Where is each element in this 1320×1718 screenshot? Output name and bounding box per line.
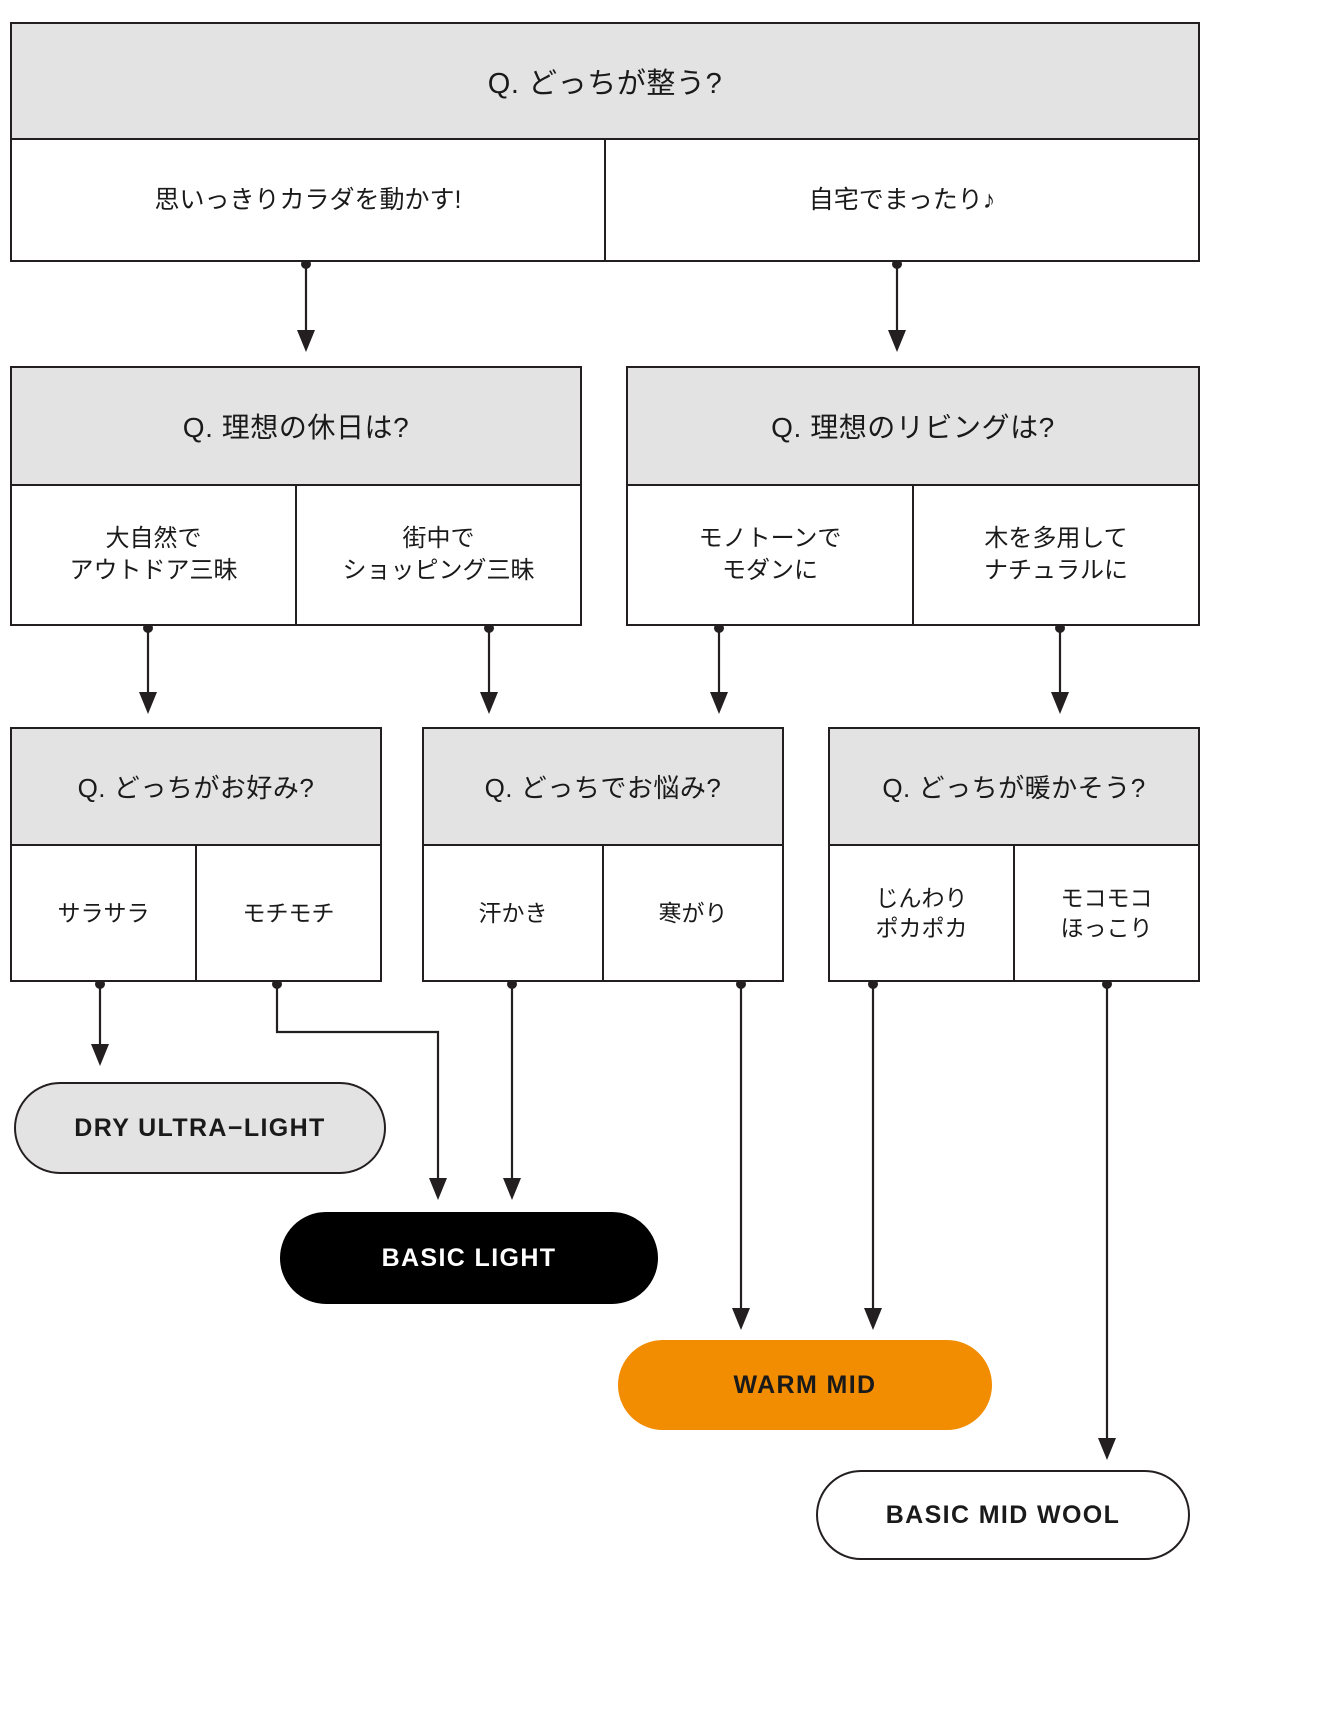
question-box-holiday: Q. 理想の休日は? 大自然で アウトドア三昧 街中で ショッピング三昧 xyxy=(10,366,582,626)
option-living-monotone[interactable]: モノトーンで モダンに xyxy=(698,525,842,584)
option-root-relax[interactable]: 自宅でまったり♪ xyxy=(604,140,1198,260)
question-box-worry: Q. どっちでお悩み? 汗かき 寒がり xyxy=(422,727,784,982)
option-worry-chilly[interactable]: 寒がり xyxy=(602,846,782,980)
edge-holiday-left xyxy=(139,623,157,714)
edge-warm-right-to-basicmidwool xyxy=(1098,979,1116,1460)
result-warm-mid[interactable]: WARM MID xyxy=(618,1340,992,1430)
option-root-active[interactable]: 思いっきりカラダを動かす! xyxy=(154,185,462,214)
question-title-warm: Q. どっちが暖かそう? xyxy=(830,729,1198,846)
option-feel-stretchy[interactable]: モチモチ xyxy=(195,846,380,980)
result-basic-light[interactable]: BASIC LIGHT xyxy=(280,1212,658,1304)
question-title-feel: Q. どっちがお好み? xyxy=(12,729,380,846)
edge-root-right xyxy=(888,259,906,352)
option-row-root: 思いっきりカラダを動かす! 自宅でまったり♪ xyxy=(12,140,1198,260)
option-row-worry: 汗かき 寒がり xyxy=(424,846,782,980)
option-living-natural[interactable]: 木を多用して ナチュラルに xyxy=(912,486,1198,624)
option-worry-sweaty[interactable]: 汗かき xyxy=(478,899,548,926)
edge-holiday-right xyxy=(480,623,498,714)
question-box-root: Q. どっちが整う? 思いっきりカラダを動かす! 自宅でまったり♪ xyxy=(10,22,1200,262)
question-box-warm: Q. どっちが暖かそう? じんわり ポカポカ モコモコ ほっこり xyxy=(828,727,1200,982)
question-title-root: Q. どっちが整う? xyxy=(12,24,1198,140)
option-row-living: モノトーンで モダンに 木を多用して ナチュラルに xyxy=(628,486,1198,624)
edge-feel-left-to-dry xyxy=(91,979,109,1066)
edge-living-left xyxy=(710,623,728,714)
edge-warm-left-to-warmmid xyxy=(864,979,882,1330)
edge-living-right xyxy=(1051,623,1069,714)
option-row-holiday: 大自然で アウトドア三昧 街中で ショッピング三昧 xyxy=(12,486,580,624)
question-box-feel: Q. どっちがお好み? サラサラ モチモチ xyxy=(10,727,382,982)
edge-worry-right-to-warmmid xyxy=(732,979,750,1330)
option-holiday-outdoor[interactable]: 大自然で アウトドア三昧 xyxy=(69,525,238,584)
question-title-worry: Q. どっちでお悩み? xyxy=(424,729,782,846)
option-feel-dry[interactable]: サラサラ xyxy=(57,899,150,926)
edge-root-left xyxy=(297,259,315,352)
option-holiday-shopping[interactable]: 街中で ショッピング三昧 xyxy=(295,486,580,624)
question-box-living: Q. 理想のリビングは? モノトーンで モダンに 木を多用して ナチュラルに xyxy=(626,366,1200,626)
option-warm-gentle[interactable]: じんわり ポカポカ xyxy=(875,884,968,941)
edge-worry-left-to-basiclight xyxy=(503,979,521,1200)
question-title-living: Q. 理想のリビングは? xyxy=(628,368,1198,486)
option-warm-fluffy[interactable]: モコモコ ほっこり xyxy=(1013,846,1198,980)
option-row-feel: サラサラ モチモチ xyxy=(12,846,380,980)
question-title-holiday: Q. 理想の休日は? xyxy=(12,368,580,486)
result-dry-ultra-light[interactable]: DRY ULTRA−LIGHT xyxy=(14,1082,386,1174)
option-row-warm: じんわり ポカポカ モコモコ ほっこり xyxy=(830,846,1198,980)
result-basic-mid-wool[interactable]: BASIC MID WOOL xyxy=(816,1470,1190,1560)
